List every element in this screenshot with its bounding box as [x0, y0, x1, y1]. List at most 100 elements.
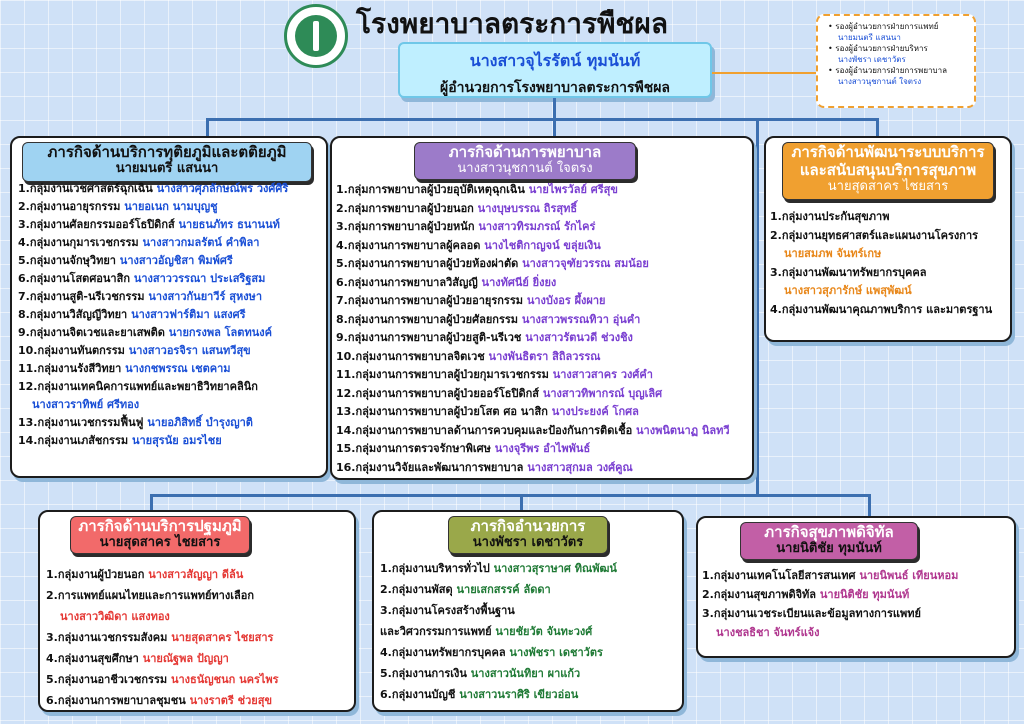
unit-head-name: นางสาวอรจิรา แสนทวีสุข — [128, 344, 251, 357]
list-item: 10.กลุ่มงานการพยาบาลจิตเวช นางพันธิตรา ส… — [336, 348, 730, 367]
section-title: ภารกิจด้านบริการทุติยภูมิและตติยภูมิ — [47, 143, 287, 161]
list-item: และวิศวกรรมการแพทย์ นายชัยวัต จันทะวงศ์ — [380, 621, 617, 642]
unit-name: 3.กลุ่มงานเวชกรรมสังคม — [46, 631, 172, 644]
deputy-name: นางสาวนุชกานต์ ใจตรง — [838, 77, 922, 86]
unit-name: 3.กลุ่มการพยาบาลผู้ป่วยหนัก — [336, 220, 479, 233]
unit-head-name: นางสาวนันทิยา ผาแก้ว — [470, 667, 581, 680]
list-item: 7.กลุ่มงานการพยาบาลผู้ป่วยอายุรกรรม นางบ… — [336, 292, 730, 311]
unit-name: 8.กลุ่มงานวิสัญญีวิทยา — [18, 308, 132, 321]
list-item: 2.กลุ่มการพยาบาลผู้ป่วยนอก นางบุษบรรณ ถิ… — [336, 200, 730, 219]
unit-name: 4.กลุ่มงานทรัพยากรบุคคล — [380, 646, 510, 659]
list-item: 12.กลุ่มงานการพยาบาลผู้ป่วยออร์โธปิดิกส์… — [336, 385, 730, 404]
unit-head-name: นางกชพรรณ เชตคาม — [125, 362, 231, 375]
list-item: 2.กลุ่มงานยุทธศาสตร์และแผนงานโครงการนายส… — [770, 227, 992, 264]
unit-head-name: นางประยงค์ โกศล — [551, 405, 639, 418]
unit-name: 10.กลุ่มงานทันตกรรม — [18, 344, 129, 357]
list-item: 1.กลุ่มงานเทคโนโลยีสารสนเทศ นายนิพนธ์ เท… — [702, 566, 958, 585]
unit-name: 14.กลุ่มงานเภสัชกรรม — [18, 434, 132, 447]
unit-head-name: นายเสกสรรค์ ลัดดา — [456, 583, 551, 596]
unit-head-name: นางสาวรัตนวดี ช่วงชิง — [525, 331, 633, 344]
ministry-seal-icon — [284, 4, 348, 68]
unit-name: 2.การแพทย์แผนไทยและการแพทย์ทางเลือก — [46, 589, 254, 602]
director-box: นางสาวจุไรรัตน์ ทุมนันท์ ผู้อำนวยการโรงพ… — [398, 42, 712, 98]
unit-name: 4.กลุ่มงานพัฒนาคุณภาพบริการ และมาตรฐาน — [770, 302, 993, 316]
connector-line — [150, 494, 153, 512]
unit-head-name: นางสาวฟาร์ติมา แสงศรี — [131, 308, 246, 321]
unit-name: 7.กลุ่มงานการพยาบาลผู้ป่วยอายุรกรรม — [336, 294, 527, 307]
list-item: 1.กลุ่มงานเวชศาสตร์ฉุกเฉิน นางสาวศุภลักษ… — [18, 180, 288, 198]
list-item: 1.กลุ่มการพยาบาลผู้ป่วยอุบัติเหตุฉุกเฉิน… — [336, 181, 730, 200]
list-item: 4.กลุ่มงานกุมารเวชกรรม นางสาวกมลรัตน์ คำ… — [18, 234, 288, 252]
list-item: 3.กลุ่มงานพัฒนาทรัพยากรบุคคลนางสาวสุภารั… — [770, 264, 992, 301]
unit-name: 3.กลุ่มงานเวชระเบียนและข้อมูลทางการแพทย์ — [702, 607, 921, 620]
unit-name: 4.กลุ่มงานกุมารเวชกรรม — [18, 236, 143, 249]
unit-head-name: นางสาวศุภลักษณ์พร วงศ์ศิริ — [156, 182, 289, 195]
list-item: 14.กลุ่มงานเภสัชกรรม นายสุรนัย อมรไชย — [18, 432, 288, 450]
unit-head-name: นางพันธิตรา สิถิลวรรณ — [488, 349, 601, 363]
director-name: นางสาวจุไรรัตน์ ทุมนันท์ — [469, 51, 641, 70]
unit-name: 8.กลุ่มงานการพยาบาลผู้ป่วยศัลยกรรม — [336, 312, 522, 326]
unit-name: 2.กลุ่มงานสุขภาพดิจิทัล — [702, 588, 820, 601]
section-head: นายสุดสาคร ไชยสาร — [99, 535, 221, 550]
section-title: ภารกิจด้านพัฒนาระบบบริการ — [791, 143, 985, 161]
unit-head-name: นางชลธิชา จันทร์แจ้ง — [716, 626, 820, 639]
unit-head-name: นางสาววรรณา ประเสริฐสม — [133, 272, 266, 285]
list-item: 12.กลุ่มงานเทคนิคการแพทย์และพยาธิวิทยาคล… — [18, 378, 288, 414]
list-item: 5.กลุ่มงานอาชีวเวชกรรม นางธนัญชนก นครไพร — [46, 669, 279, 690]
list-item: 7.กลุ่มงานสูติ-นรีเวชกรรม นางสาวกันยาวีร… — [18, 288, 288, 306]
unit-name: 6.กลุ่มงานการพยาบาลชุมชน — [46, 694, 190, 707]
list-item: 3.กลุ่มงานเวชกรรมสังคม นายสุดสาคร ไชยสาร — [46, 627, 279, 648]
unit-name: 11.กลุ่มงานรังสีวิทยา — [18, 362, 126, 375]
list-item: 5.กลุ่มงานการพยาบาลผู้ป่วยห้องผ่าตัด นาง… — [336, 255, 730, 274]
unit-head-name: นางสาวทิรมภรณ์ รักไคร่ — [478, 220, 596, 233]
unit-head-name: นางสาวกันยาวีร์ สุหงษา — [148, 290, 262, 303]
unit-name: และวิศวกรรมการแพทย์ — [380, 625, 496, 638]
deputy-name: นายมนตรี แสนนา — [838, 33, 901, 42]
connector-line — [712, 72, 816, 74]
connector-line — [553, 118, 556, 138]
unit-name: 1.กลุ่มงานประกันสุขภาพ — [770, 210, 890, 223]
director-role: ผู้อำนวยการโรงพยาบาลตระการพืชผล — [440, 80, 670, 96]
unit-name: 9.กลุ่มงานจิตเวชและยาเสพติด — [18, 326, 169, 339]
unit-head-name: นายอเนก นามบุญชู — [124, 200, 218, 213]
unit-name: 2.กลุ่มงานอายุรกรรม — [18, 200, 125, 213]
list-item: 8.กลุ่มงานการพยาบาลผู้ป่วยศัลยกรรม นางสา… — [336, 311, 730, 330]
unit-head-name: นายอภิสิทธิ์ บำรุงญาติ — [147, 416, 253, 429]
unit-head-name: นางธนัญชนก นครไพร — [170, 673, 279, 686]
connector-line — [520, 494, 523, 512]
list-item: 4.กลุ่มงานทรัพยากรบุคคล นางพัชรา เดชาวัต… — [380, 642, 617, 663]
unit-name: 3.กลุ่มงานโครงสร้างพื้นฐาน — [380, 604, 515, 617]
primary-care-header: ภารกิจด้านบริการปฐมภูมิ นายสุดสาคร ไชยสา… — [70, 516, 250, 554]
list-item: 1.กลุ่มงานบริหารทั่วไป นางสาวสุราษาศ ทิณ… — [380, 558, 617, 579]
unit-head-name: นางสาวสุราษาศ ทิณพัฒน์ — [493, 562, 617, 575]
section-title: ภารกิจสุขภาพดิจิทัล — [764, 523, 894, 541]
unit-head-name: นางบังอร ผึ้งผาย — [526, 294, 606, 307]
administration-box — [372, 510, 684, 712]
unit-name: 1.กลุ่มงานเทคโนโลยีสารสนเทศ — [702, 569, 860, 582]
unit-head-name: นางบุษบรรณ ถิรสุทธิ์ — [477, 201, 578, 215]
unit-head-name: นางราตรี ช่วยสุข — [189, 694, 272, 707]
unit-head-name: นางสาวจุฑัยวรรณ สมน้อย — [522, 257, 649, 270]
digital-health-header: ภารกิจสุขภาพดิจิทัล นายนิติชัย ทุมนันท์ — [740, 522, 918, 560]
list-item: 13.กลุ่มงานการพยาบาลผู้ป่วยโสต ศอ นาสิก … — [336, 403, 730, 422]
connector-line — [150, 494, 870, 497]
unit-name: 14.กลุ่มงานการพยาบาลด้านการควบคุมและป้อง… — [336, 423, 637, 437]
list-item: 16.กลุ่มงานวิจัยและพัฒนาการพยาบาล นางสาว… — [336, 459, 730, 478]
connector-line — [206, 118, 876, 121]
list-item: 4.กลุ่มงานสุขศึกษา นายณัฐพล ปัญญา — [46, 648, 279, 669]
unit-name: 5.กลุ่มงานอาชีวเวชกรรม — [46, 673, 171, 686]
unit-head-name: นายกรงพล โลตทนงค์ — [168, 326, 272, 339]
tertiary-services-box — [10, 136, 328, 478]
unit-head-name: นางสาวทิพากรณ์ บุญเลิศ — [542, 386, 663, 400]
unit-head-name: นางพัชรา เดชาวัตร — [509, 646, 603, 659]
connector-line — [756, 121, 759, 494]
unit-name: 16.กลุ่มงานวิจัยและพัฒนาการพยาบาล — [336, 460, 528, 474]
deputy-name: นางพัชรา เดชาวัตร — [838, 55, 906, 64]
unit-head-name: นายนิติชัย ทุมนันท์ — [819, 588, 910, 601]
service-system-list: 1.กลุ่มงานประกันสุขภาพ 2.กลุ่มงานยุทธศาสต… — [770, 208, 992, 319]
unit-name: 5.กลุ่มงานการพยาบาลผู้ป่วยห้องผ่าตัด — [336, 257, 523, 270]
connector-line — [876, 118, 879, 138]
nursing-header: ภารกิจด้านการพยาบาล นางสาวนุชกานต์ ใจตรง — [414, 142, 636, 180]
page-title: โรงพยาบาลตระการพืชผล — [356, 7, 668, 40]
